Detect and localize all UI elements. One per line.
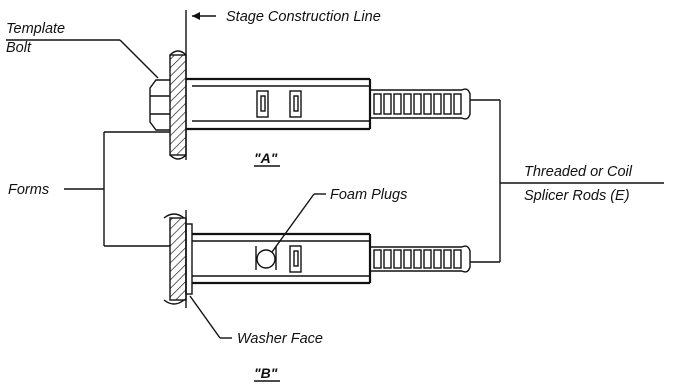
leader-lines bbox=[6, 10, 664, 339]
foam-plug bbox=[256, 249, 276, 269]
threaded-rods-label-line2: Splicer Rods (E) bbox=[524, 188, 630, 204]
detail-a-assembly bbox=[149, 48, 471, 160]
foam-plugs-label: Foam Plugs bbox=[330, 187, 407, 203]
insert-a-1-inner bbox=[260, 95, 266, 112]
forms-label: Forms bbox=[8, 182, 49, 198]
detail-a-tag: "A" bbox=[254, 150, 278, 166]
threaded-rods-label-line1: Threaded or Coil bbox=[524, 164, 633, 180]
washer-face-flange bbox=[185, 223, 193, 295]
form-break-a-top bbox=[169, 50, 187, 56]
detail-b-tag: "B" bbox=[254, 365, 278, 381]
template-bolt-head bbox=[149, 79, 170, 131]
insert-b-1 bbox=[289, 245, 302, 273]
stage-line-arrowhead bbox=[192, 12, 200, 20]
washer-face-leader bbox=[189, 295, 221, 339]
template-bolt-label-line2: Bolt bbox=[6, 40, 32, 56]
form-break-a-bottom bbox=[169, 154, 187, 160]
form-wall-a bbox=[169, 54, 187, 156]
insert-b-1-inner bbox=[293, 250, 299, 267]
form-break-b-top bbox=[163, 213, 185, 219]
stage-construction-line-label: Stage Construction Line bbox=[226, 9, 381, 25]
template-bolt-label-line1: Template bbox=[6, 21, 65, 37]
template-bolt-leader bbox=[119, 39, 159, 79]
insert-a-2-inner bbox=[293, 95, 299, 112]
washer-face-label: Washer Face bbox=[237, 331, 323, 347]
threaded-rod-a bbox=[370, 88, 471, 120]
form-wall-b bbox=[169, 217, 187, 301]
detail-b-assembly bbox=[163, 210, 471, 308]
foam-plugs-leader bbox=[271, 193, 315, 253]
threaded-rod-b bbox=[370, 245, 471, 273]
insert-a-1 bbox=[256, 90, 269, 118]
insert-a-2 bbox=[289, 90, 302, 118]
form-break-b-bottom bbox=[163, 299, 185, 305]
